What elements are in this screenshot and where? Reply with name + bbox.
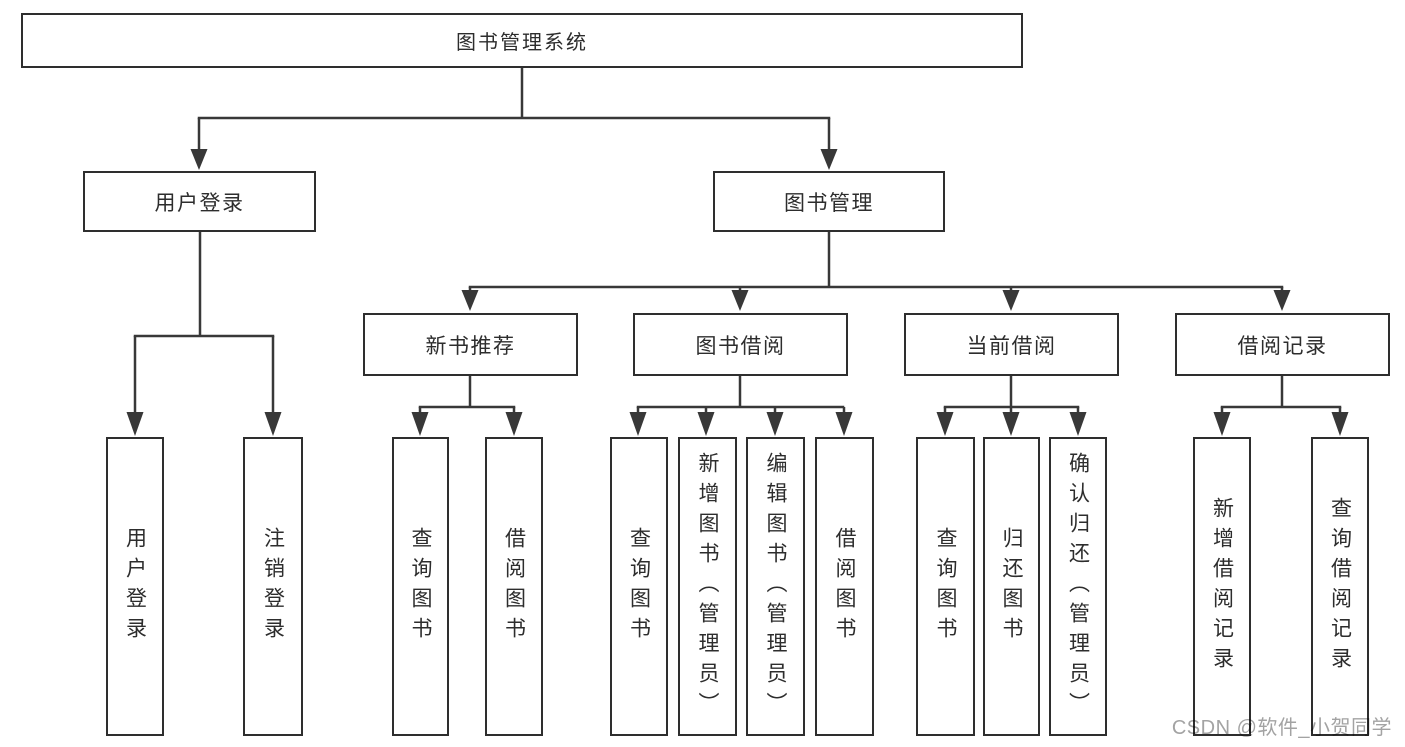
node-user-login-label: 用户登录: [154, 191, 245, 215]
csdn-watermark: CSDN @软件_小贺同学: [1171, 717, 1392, 739]
leaf-edit-books-admin: 编辑图书（管理员）: [746, 437, 805, 736]
leaf-return-books-label: 归还图书: [1000, 526, 1023, 647]
leaf-edit-books-admin-label: 编辑图书（管理员）: [764, 451, 787, 722]
leaf-borrow-books-1-label: 借阅图书: [502, 526, 526, 647]
node-current-borrowing-label: 当前借阅: [966, 334, 1057, 358]
node-new-book-recommend-label: 新书推荐: [425, 334, 516, 358]
connector-root-branch: [190, 68, 838, 170]
leaf-borrow-books-1: 借阅图书: [485, 437, 543, 736]
node-user-login: 用户登录: [83, 171, 316, 232]
node-borrowing-records-label: 借阅记录: [1237, 334, 1328, 358]
leaf-borrow-books-2-label: 借阅图书: [833, 526, 856, 647]
leaf-borrow-books-2: 借阅图书: [815, 437, 874, 736]
leaf-user-login: 用户登录: [106, 437, 164, 736]
connector-current-borrowing-branch: [936, 376, 1087, 436]
connector-user-login-branch: [126, 232, 282, 436]
leaf-return-books: 归还图书: [983, 437, 1040, 736]
leaf-query-books-2: 查询图书: [610, 437, 668, 736]
leaf-add-books-admin: 新增图书（管理员）: [678, 437, 737, 736]
leaf-logout-label: 注销登录: [261, 526, 285, 647]
leaf-query-books-1: 查询图书: [392, 437, 449, 736]
node-new-book-recommend: 新书推荐: [363, 313, 578, 376]
node-current-borrowing: 当前借阅: [904, 313, 1119, 376]
leaf-query-books-3: 查询图书: [916, 437, 975, 736]
leaf-confirm-return-admin: 确认归还（管理员）: [1049, 437, 1107, 736]
leaf-add-borrow-record: 新增借阅记录: [1193, 437, 1251, 736]
node-book-borrowing-label: 图书借阅: [695, 334, 786, 358]
leaf-confirm-return-admin-label: 确认归还（管理员）: [1066, 451, 1090, 722]
connector-records-branch: [1213, 376, 1349, 436]
node-root-label: 图书管理系统: [456, 32, 588, 54]
leaf-query-books-3-label: 查询图书: [934, 526, 957, 647]
node-borrowing-records: 借阅记录: [1175, 313, 1390, 376]
node-book-management-label: 图书管理: [784, 191, 874, 215]
leaf-query-borrow-record-label: 查询借阅记录: [1328, 496, 1352, 677]
leaf-user-login-label: 用户登录: [123, 526, 147, 647]
connector-book-mgmt-branch: [461, 232, 1291, 311]
node-book-borrowing: 图书借阅: [633, 313, 848, 376]
node-book-management: 图书管理: [713, 171, 945, 232]
connector-new-books-branch: [411, 376, 523, 436]
node-root: 图书管理系统: [21, 13, 1023, 68]
leaf-add-books-admin-label: 新增图书（管理员）: [696, 451, 719, 722]
leaf-query-books-2-label: 查询图书: [627, 526, 651, 647]
leaf-query-books-1-label: 查询图书: [409, 526, 432, 647]
leaf-logout: 注销登录: [243, 437, 303, 736]
leaf-add-borrow-record-label: 新增借阅记录: [1210, 496, 1234, 677]
leaf-query-borrow-record: 查询借阅记录: [1311, 437, 1369, 736]
connector-borrowing-branch: [629, 376, 853, 436]
